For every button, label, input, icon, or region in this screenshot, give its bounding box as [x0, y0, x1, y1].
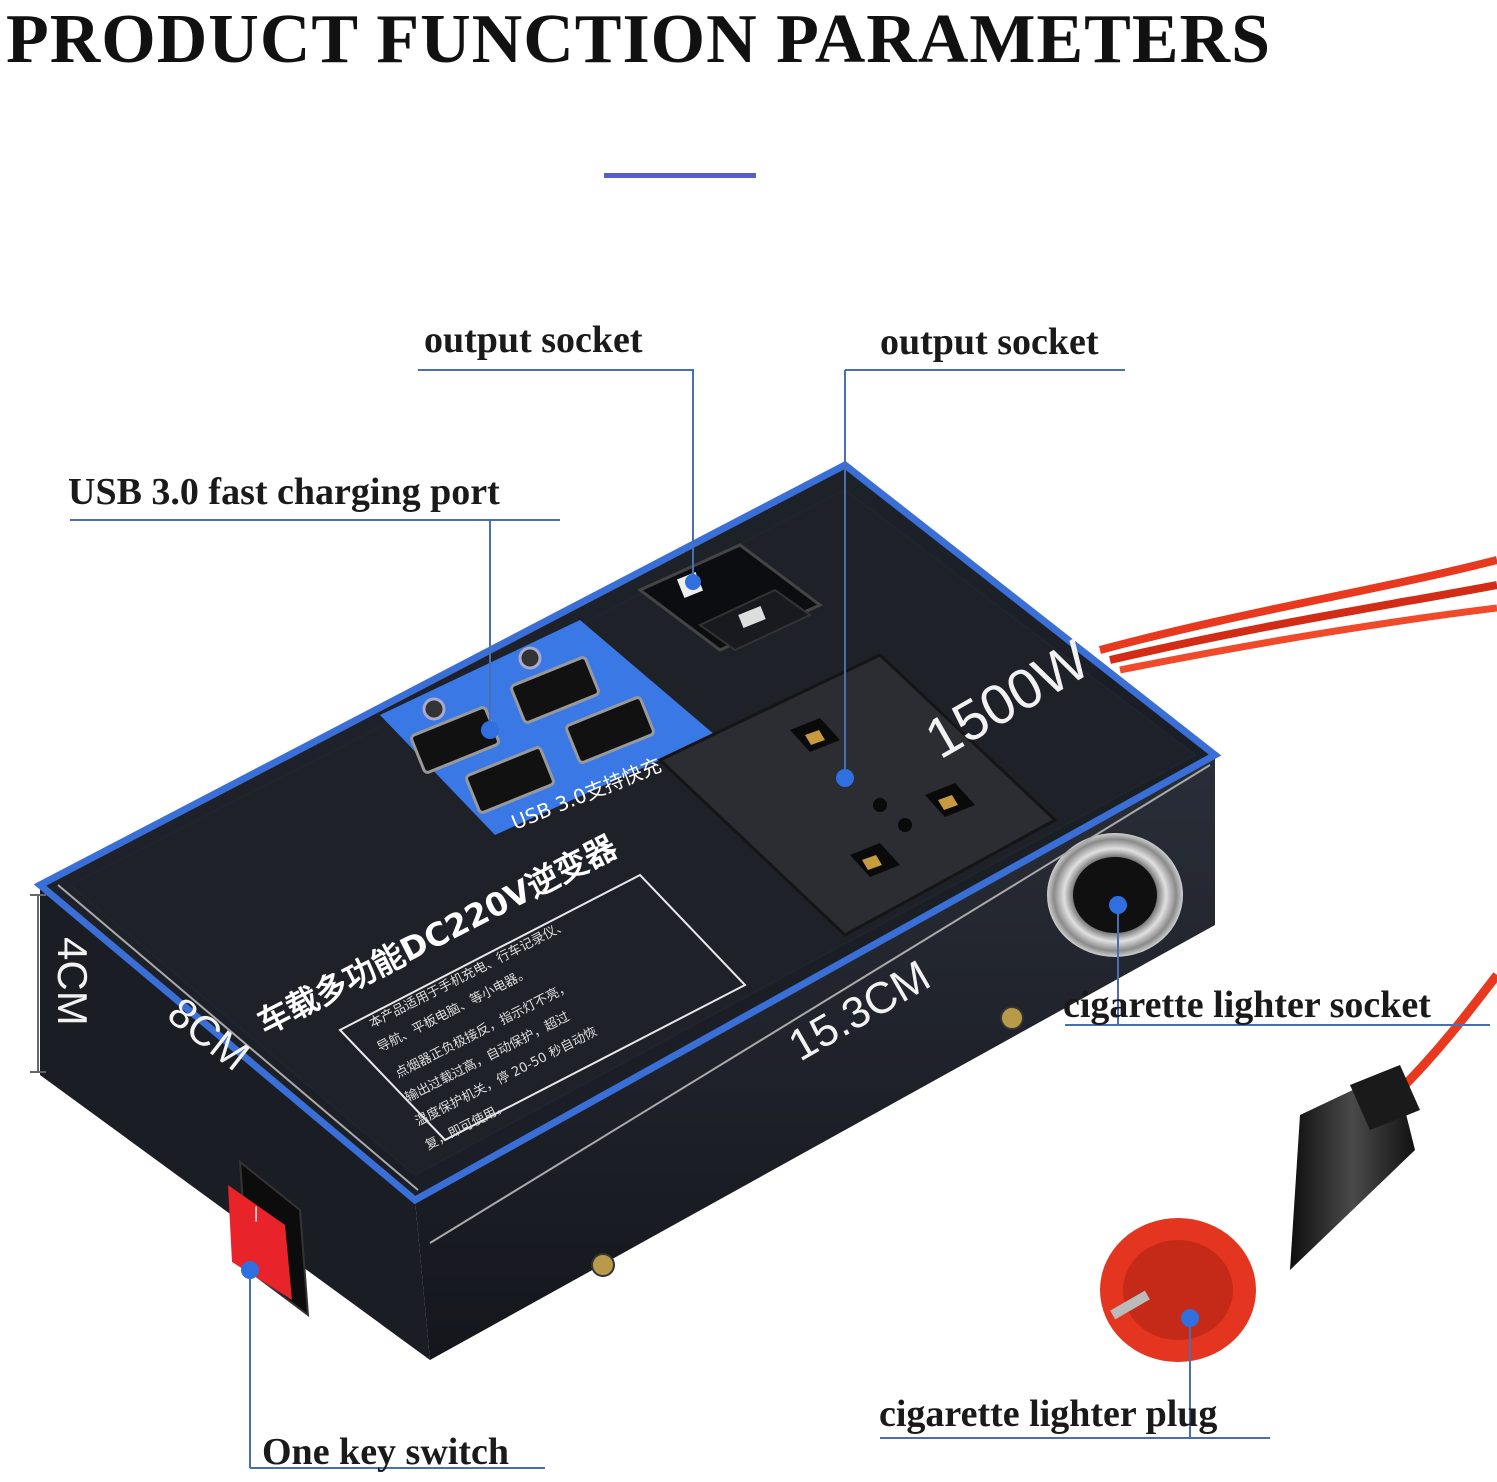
switch-on-mark: | [254, 1205, 258, 1222]
screw-icon [591, 1253, 615, 1277]
callout-lighter-plug: cigarette lighter plug [879, 1393, 1218, 1435]
callout-lines [70, 369, 1490, 1469]
notice-box [338, 873, 747, 1142]
callout-usb-port: USB 3.0 fast charging port [68, 471, 500, 513]
callout-switch: One key switch [262, 1431, 509, 1473]
callout-output-socket-left: output socket [424, 319, 643, 361]
output-socket-small [637, 543, 823, 652]
title-underline [604, 173, 756, 178]
marker-dot [481, 721, 499, 739]
marker-dot [836, 769, 854, 787]
power-cable [1098, 556, 1497, 1094]
cigarette-lighter-socket [1047, 833, 1183, 957]
marker-dot [685, 574, 701, 590]
callout-output-socket-right: output socket [880, 321, 1099, 363]
marker-dots [241, 574, 1199, 1327]
screw-icon [1000, 1006, 1024, 1030]
dimension-markers [30, 764, 1211, 1244]
cigarette-lighter-plug [1100, 1065, 1420, 1362]
dimension-height: 4CM [49, 937, 96, 1026]
inverter-body [33, 460, 1222, 1360]
marker-dot [1109, 896, 1127, 914]
power-switch: | [228, 1159, 310, 1318]
callout-lighter-socket: cigarette lighter socket [1063, 984, 1431, 1026]
marker-dot [241, 1261, 259, 1279]
output-socket-universal [657, 653, 1058, 937]
marker-dot [1181, 1309, 1199, 1327]
page-title: PRODUCT FUNCTION PARAMETERS [6, 1, 1272, 78]
